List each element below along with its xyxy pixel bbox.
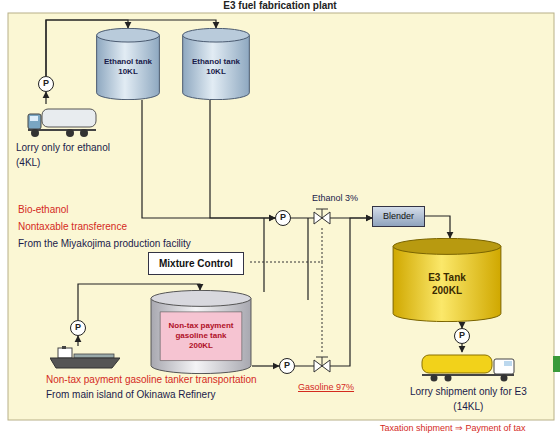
node-text: Non-tax payment gasoline tanker transpor… [46, 373, 257, 386]
diagram-title: E3 fuel fabrication plant [0, 0, 560, 12]
lorry-illustration [418, 352, 518, 382]
pump-label: P [39, 77, 53, 90]
node-text: E3 Tank [428, 271, 466, 284]
pipe-connector [425, 216, 450, 238]
pump-label: P [280, 359, 294, 372]
vehicle: Non-tax payment gasoline tanker transpor… [40, 346, 263, 401]
node-text: Blender [383, 211, 414, 222]
vehicle: Lorry only for ethanol (4KL) [10, 104, 116, 169]
node-text: Ethanol tank [192, 57, 240, 67]
pipe [263, 218, 264, 292]
valve-stem [316, 357, 328, 366]
note-label: Nontaxable transference [18, 221, 127, 233]
note-label: Ethanol 3% [312, 193, 358, 204]
tank: E3 Tank200KL [392, 238, 502, 322]
node-text: 10KL [118, 67, 138, 77]
pump-symbol: P [38, 76, 54, 92]
pump-label: P [71, 321, 85, 334]
pump-label: P [455, 329, 469, 342]
control-signal-line [250, 227, 322, 354]
node-text: (4KL) [16, 156, 110, 169]
process-box: Blender [372, 206, 425, 227]
note-label: Bio-ethanol [18, 204, 69, 216]
tank: Non-tax payment gasoline tank200KL [150, 290, 252, 374]
node-text: Ethanol tank [104, 57, 152, 67]
node-text: Lorry only for ethanol [16, 141, 110, 154]
tanker-ship-illustration [50, 346, 120, 370]
note-label: Gasoline 97% [298, 382, 354, 393]
node-text: From main island of Okinawa Refinery [46, 388, 257, 401]
pump-label: P [276, 211, 290, 224]
process-box: Mixture Control [148, 252, 244, 275]
pipe-connector [210, 100, 275, 218]
green-mark [553, 356, 560, 372]
lorry-illustration [26, 104, 98, 138]
pump-symbol: P [70, 320, 86, 336]
note-label: From the Miyakojima production facility [18, 238, 191, 250]
node-text: Lorry shipment only for E3 [410, 385, 527, 398]
node-text: Mixture Control [159, 257, 233, 270]
pipe-connector [295, 218, 372, 366]
pipe-connector [45, 92, 46, 104]
pipe-connector [77, 336, 78, 346]
pipe [307, 218, 308, 300]
pump-symbol: P [279, 358, 295, 374]
tank: Ethanol tank10KL [182, 28, 250, 100]
pump-symbol: P [454, 328, 470, 344]
valve-stem [316, 209, 328, 218]
panel [8, 13, 554, 420]
pipe-connector [252, 365, 279, 366]
vehicle: Lorry shipment only for E3 (14KL) [404, 352, 533, 413]
note-label: Taxation shipment ⇒ Payment of tax [380, 423, 526, 434]
node-text: Non-tax payment gasoline tank [158, 321, 244, 341]
node-text: 200KL [432, 284, 462, 297]
node-text: 10KL [206, 67, 226, 77]
node-text: (14KL) [410, 400, 527, 413]
pump-symbol: P [275, 210, 291, 226]
node-text: 200KL [189, 341, 213, 351]
pipe-connector [461, 344, 462, 352]
tank: Ethanol tank10KL [96, 28, 160, 100]
pipe-connector [142, 100, 275, 218]
